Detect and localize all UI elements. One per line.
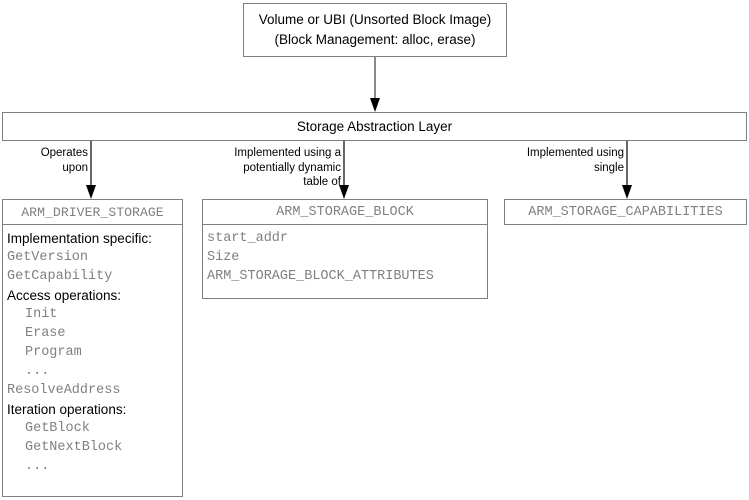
implemented-table-line-3: table of: [303, 176, 341, 188]
class-row: GetBlock: [25, 421, 90, 436]
connector-label-operates-upon: Operates upon: [0, 146, 88, 175]
connector-label-implemented-single: Implemented using single: [420, 146, 624, 175]
implemented-single-line-2: single: [593, 161, 624, 174]
arm-storage-capabilities-box: ARM_STORAGE_CAPABILITIES: [504, 199, 747, 225]
class-row: Program: [25, 345, 82, 360]
class-row: Iteration operations:: [7, 402, 127, 417]
arm-storage-block-header: ARM_STORAGE_BLOCK: [203, 200, 487, 225]
volume-ubi-box: Volume or UBI (Unsorted Block Image) (Bl…: [243, 3, 507, 57]
arm-storage-capabilities-header: ARM_STORAGE_CAPABILITIES: [528, 204, 723, 220]
class-row: ResolveAddress: [7, 383, 121, 398]
storage-abstraction-layer-label: Storage Abstraction Layer: [296, 119, 453, 134]
volume-ubi-line-1: Volume or UBI (Unsorted Block Image): [258, 12, 492, 27]
implemented-table-line-1: Implemented using a: [234, 147, 341, 159]
class-row: GetVersion: [7, 250, 89, 265]
class-row: GetNextBlock: [25, 440, 123, 455]
class-row: ...: [25, 459, 50, 474]
operates-upon-line-2: upon: [62, 161, 88, 174]
class-row: Access operations:: [7, 288, 122, 303]
class-row: Size: [207, 250, 240, 265]
arrow-volume-to-sal: [370, 57, 380, 112]
class-row: Implementation specific:: [7, 231, 152, 246]
class-row: Init: [25, 307, 58, 322]
class-row: ...: [25, 364, 50, 379]
class-row: GetCapability: [7, 269, 113, 284]
volume-ubi-line-2: (Block Management: alloc, erase): [274, 32, 476, 47]
storage-abstraction-layer-box: Storage Abstraction Layer: [2, 112, 747, 141]
implemented-single-line-1: Implemented using: [526, 147, 624, 159]
arm-driver-storage-header: ARM_DRIVER_STORAGE: [3, 200, 182, 225]
arm-driver-storage-box: ARM_DRIVER_STORAGE Implementation specif…: [2, 199, 183, 497]
class-row: Erase: [25, 326, 66, 341]
operates-upon-line-1: Operates: [40, 147, 88, 159]
connector-label-implemented-table: Implemented using a potentially dynamic …: [140, 146, 341, 190]
class-row: ARM_STORAGE_BLOCK_ATTRIBUTES: [207, 269, 434, 284]
class-row: start_addr: [207, 231, 289, 246]
implemented-table-line-2: potentially dynamic: [243, 161, 341, 174]
